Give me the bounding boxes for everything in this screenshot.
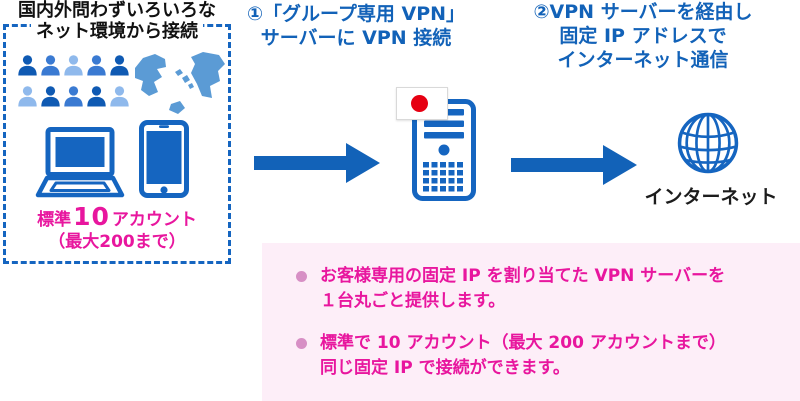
note2-line2: 同じ固定 IP で接続ができます。	[320, 358, 570, 378]
person-icon	[41, 55, 60, 76]
person-icon	[64, 55, 83, 76]
japan-flag-icon	[396, 87, 448, 120]
globe-icon	[677, 112, 739, 174]
person-icon	[87, 86, 106, 107]
note2-line1: 標準で 10 アカウント（最大 200 アカウントまで）	[320, 333, 726, 353]
arrow-right-icon	[254, 143, 380, 183]
note-item: 標準で 10 アカウント（最大 200 アカウントまで） 同じ固定 IP で接続…	[296, 331, 790, 381]
laptop-icon	[35, 127, 125, 198]
step2-line3: インターネット通信	[557, 49, 729, 71]
person-icon	[87, 55, 106, 76]
person-icon	[18, 55, 37, 76]
person-icon	[64, 86, 83, 107]
bullet-dot-icon	[296, 271, 307, 282]
account-note-number: 10	[73, 202, 110, 231]
source-title: 国内外問わずいろいろな ネット環境から接続	[0, 0, 234, 42]
source-title-line2: ネット環境から接続	[31, 21, 203, 42]
step2-line2: 固定 IP アドレスで	[559, 25, 727, 47]
step1-line2: サーバーに VPN 接続	[260, 27, 452, 49]
person-icon	[18, 86, 37, 107]
internet-label: インターネット	[644, 186, 778, 208]
account-note-suffix: アカウント	[111, 210, 197, 230]
step2-heading: ②VPN サーバーを経由し 固定 IP アドレスで インターネット通信	[512, 0, 774, 72]
bullet-dot-icon	[296, 338, 307, 349]
person-icon	[41, 86, 60, 107]
step1-line1: ①「グループ専用 VPN」	[246, 3, 466, 25]
world-map-icon	[135, 52, 225, 114]
note-item: お客様専用の固定 IP を割り当てた VPN サーバーを １台丸ごと提供します。	[296, 264, 790, 314]
person-icon	[110, 86, 129, 107]
step2-line1: ②VPN サーバーを経由し	[533, 1, 753, 23]
account-note-prefix: 標準	[37, 210, 72, 230]
notes-panel: お客様専用の固定 IP を割り当てた VPN サーバーを １台丸ごと提供します。…	[262, 243, 800, 401]
person-icon	[110, 55, 129, 76]
arrow-right-icon	[511, 145, 637, 185]
tablet-icon	[139, 120, 189, 198]
account-note-max: （最大200まで）	[48, 232, 186, 252]
users-icon	[17, 54, 130, 107]
note1-line2: １台丸ごと提供します。	[320, 291, 506, 311]
step1-heading: ①「グループ専用 VPN」 サーバーに VPN 接続	[245, 2, 467, 50]
note1-line1: お客様専用の固定 IP を割り当てた VPN サーバーを	[320, 266, 726, 286]
source-title-line1: 国内外問わずいろいろな	[13, 0, 221, 21]
